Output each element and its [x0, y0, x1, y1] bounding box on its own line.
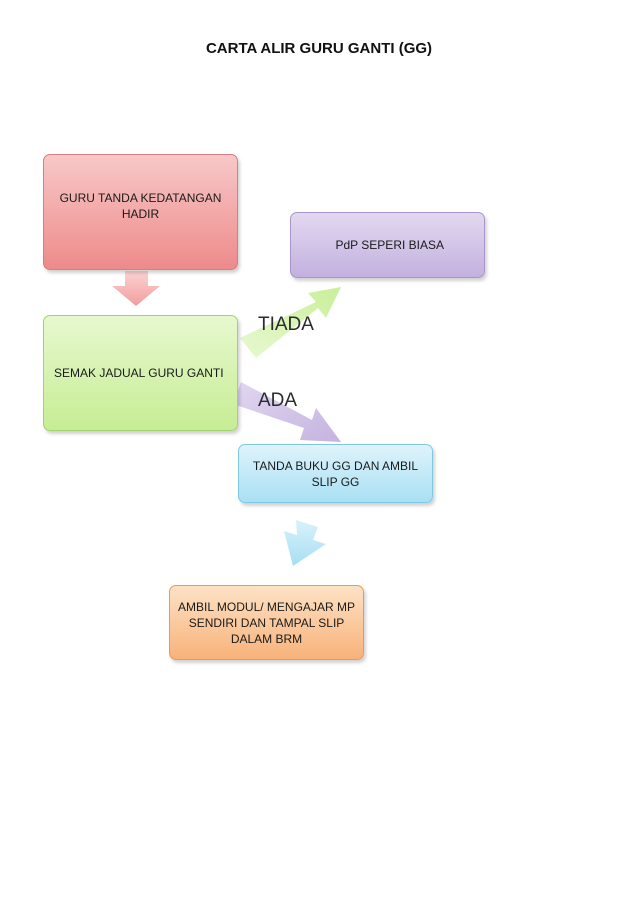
edge-label-no: TIADA — [258, 314, 314, 335]
node-normal: PdP SEPERI BIASA — [290, 212, 485, 278]
edge-label-yes: ADA — [258, 390, 298, 411]
page-title: CARTA ALIR GURU GANTI (GG) — [205, 40, 433, 57]
node-start: GURU TANDA KEDATANGAN HADIR — [43, 154, 238, 270]
node-sign: TANDA BUKU GG DAN AMBIL SLIP GG — [238, 444, 433, 503]
arrow-start-to-check — [112, 271, 160, 306]
node-sign-label: TANDA BUKU GG DAN AMBIL SLIP GG — [252, 458, 419, 489]
node-module-label: AMBIL MODUL/ MENGAJAR MP SENDIRI DAN TAM… — [178, 599, 355, 646]
arrow-no-to-normal — [240, 287, 341, 358]
node-module: AMBIL MODUL/ MENGAJAR MP SENDIRI DAN TAM… — [169, 585, 364, 660]
node-check-label: SEMAK JADUAL GURU GANTI — [54, 366, 224, 380]
node-normal-label: PdP SEPERI BIASA — [335, 238, 445, 252]
node-check: SEMAK JADUAL GURU GANTI — [43, 315, 238, 431]
arrow-yes-to-sign — [233, 382, 341, 442]
node-start-label: GURU TANDA KEDATANGAN HADIR — [59, 191, 222, 221]
arrow-sign-to-module — [284, 520, 326, 566]
